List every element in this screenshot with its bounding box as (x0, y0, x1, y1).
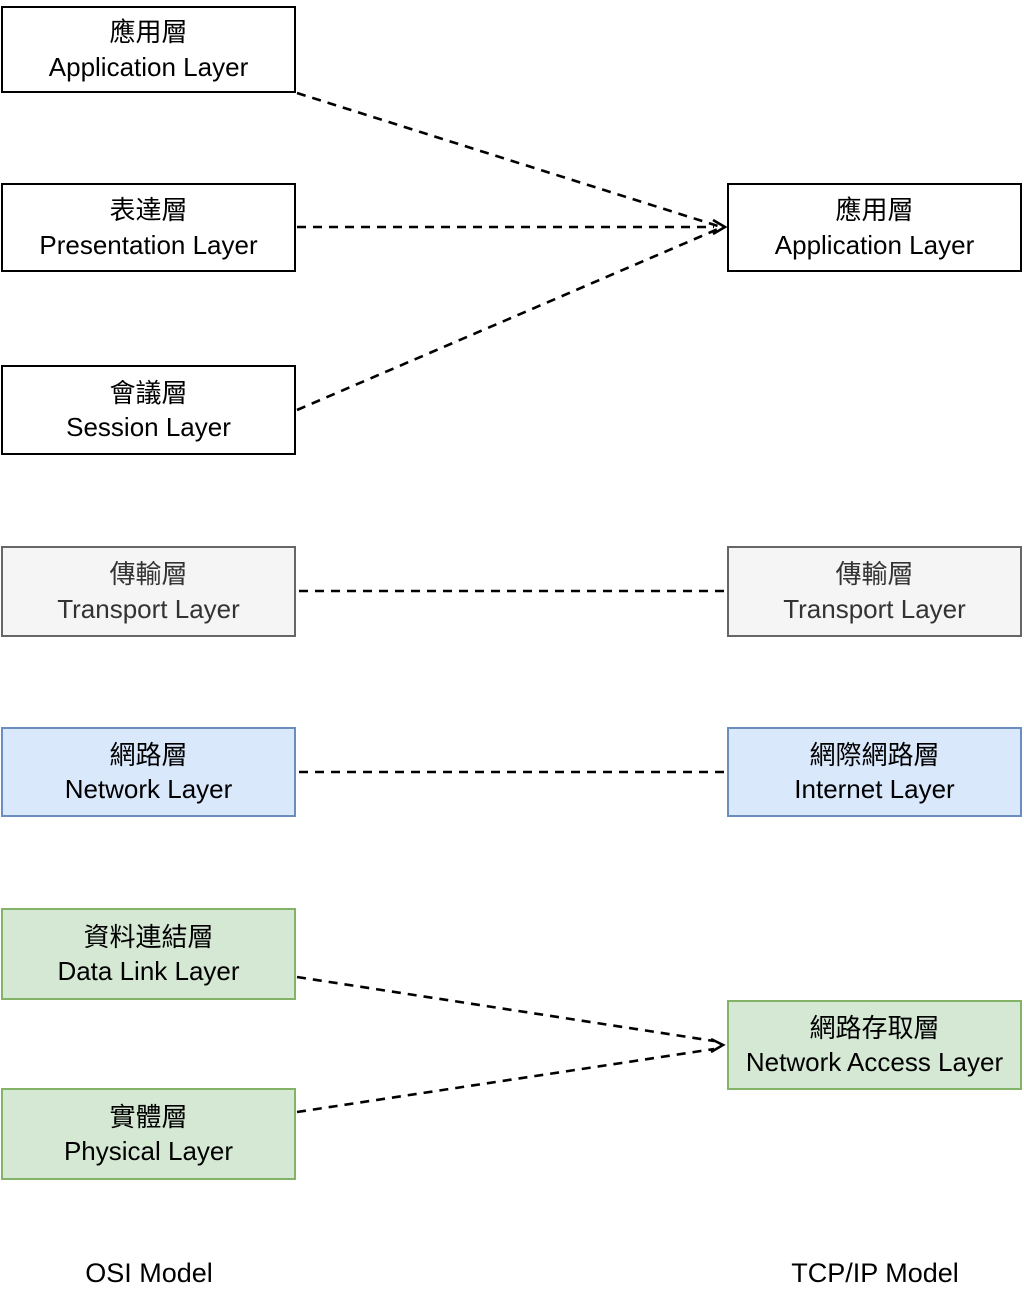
osi-layer-presentation: 表達層 Presentation Layer (1, 183, 296, 272)
osi-session-zh: 會議層 (109, 377, 188, 408)
connector-application-to-application (296, 91, 719, 228)
arrowhead-application (712, 218, 728, 236)
connector-session-to-application (296, 227, 719, 412)
tcpip-application-zh: 應用層 (835, 195, 914, 226)
osi-application-zh: 應用層 (109, 17, 188, 48)
osi-presentation-zh: 表達層 (109, 195, 188, 226)
osi-application-en: Application Layer (48, 51, 249, 82)
osi-datalink-en: Data Link Layer (57, 956, 240, 986)
tcpip-transport-en: Transport Layer (783, 593, 966, 624)
osi-layer-network: 網路層 Network Layer (1, 727, 296, 817)
tcpip-networkaccess-zh: 網路存取層 (809, 1012, 940, 1043)
tcpip-model-label: TCP/IP Model (791, 1258, 959, 1288)
osi-transport-zh: 傳輸層 (109, 559, 188, 590)
osi-presentation-en: Presentation Layer (39, 229, 258, 260)
tcpip-internet-en: Internet Layer (794, 774, 955, 804)
osi-network-zh: 網路層 (109, 739, 188, 770)
tcpip-networkaccess-en: Network Access Layer (745, 1047, 1004, 1077)
tcpip-internet-zh: 網際網路層 (809, 739, 940, 770)
arrowhead-networkaccess (710, 1037, 726, 1054)
osi-layer-physical: 實體層 Physical Layer (1, 1088, 296, 1180)
tcpip-application-en: Application Layer (774, 229, 975, 260)
connector-datalink-to-networkaccess (296, 975, 715, 1043)
connector-physical-to-networkaccess (296, 1047, 715, 1114)
osi-physical-zh: 實體層 (109, 1101, 188, 1132)
osi-physical-en: Physical Layer (63, 1136, 234, 1166)
tcpip-transport-zh: 傳輸層 (835, 559, 914, 590)
osi-session-en: Session Layer (66, 412, 231, 442)
tcpip-layer-networkaccess: 網路存取層 Network Access Layer (727, 1000, 1022, 1090)
tcpip-layer-internet: 網際網路層 Internet Layer (727, 727, 1022, 817)
osi-model-label: OSI Model (85, 1258, 213, 1288)
osi-datalink-zh: 資料連結層 (83, 921, 214, 952)
osi-layer-session: 會議層 Session Layer (1, 365, 296, 455)
osi-layer-application: 應用層 Application Layer (1, 6, 296, 93)
tcpip-layer-transport: 傳輸層 Transport Layer (727, 546, 1022, 637)
osi-layer-transport: 傳輸層 Transport Layer (1, 546, 296, 637)
osi-transport-en: Transport Layer (57, 593, 240, 624)
tcpip-layer-application: 應用層 Application Layer (727, 183, 1022, 272)
osi-layer-datalink: 資料連結層 Data Link Layer (1, 908, 296, 1000)
osi-network-en: Network Layer (64, 774, 233, 804)
